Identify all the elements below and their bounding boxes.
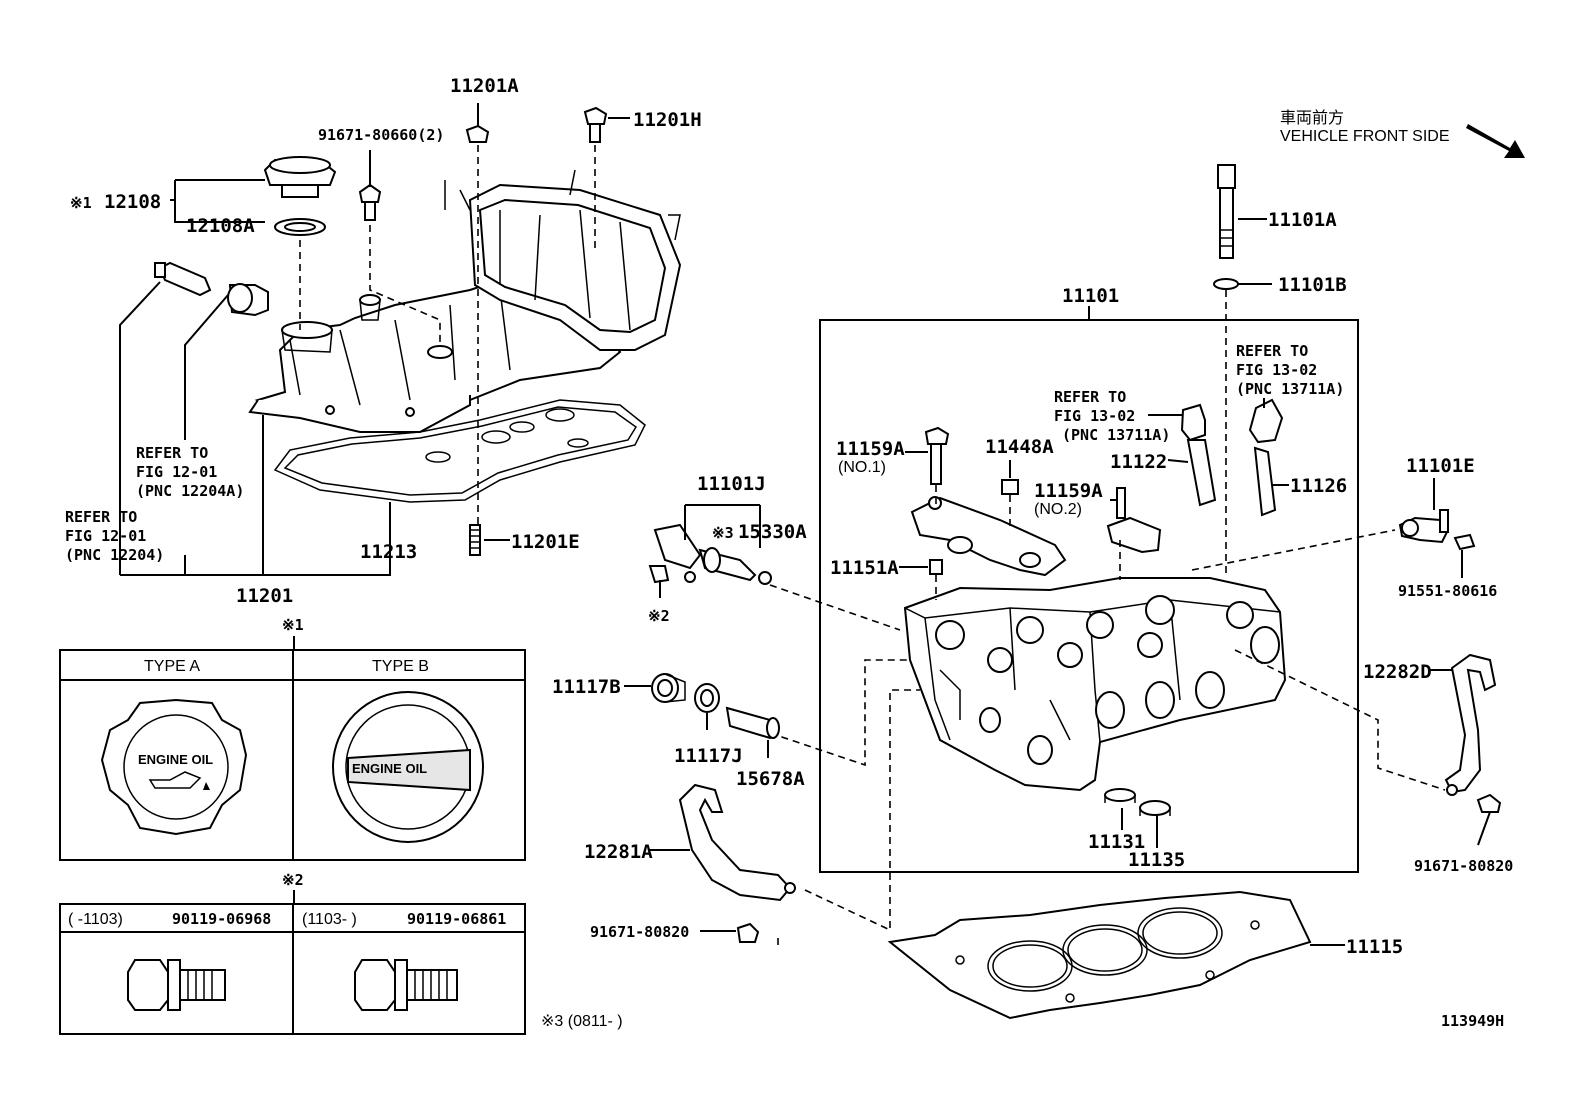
mark-1-12108: ※1 (70, 194, 92, 212)
refer-line: (PNC 12204) (65, 546, 164, 564)
refer-line: REFER TO (1236, 342, 1308, 360)
refer-fig-13-02-a: REFER TO FIG 13-02 (PNC 13711A) (1236, 342, 1344, 398)
type-a-header: TYPE A (144, 658, 200, 675)
refer-line: FIG 12-01 (65, 527, 146, 545)
note-no2: (NO.2) (1034, 501, 1082, 518)
cover-bolts (358, 106, 608, 556)
label-11201: 11201 (236, 585, 293, 607)
label-91551-80616: 91551-80616 (1398, 582, 1497, 600)
head-small-parts (924, 164, 1284, 816)
refer-fig-12-01-a: REFER TO FIG 12-01 (PNC 12204A) (136, 444, 244, 500)
bolt-part-left: 90119-06968 (172, 910, 271, 928)
refer-line: FIG 13-02 (1054, 407, 1135, 425)
oil-control-valve (648, 504, 772, 598)
front-arrow-icon (1466, 124, 1525, 158)
label-11201A: 11201A (450, 75, 519, 97)
cam-plug-parts (624, 673, 780, 758)
label-11122: 11122 (1110, 451, 1167, 473)
label-12281A: 12281A (584, 841, 653, 863)
label-12282D: 12282D (1363, 661, 1432, 683)
label-11159A-no1: 11159A (836, 438, 905, 460)
label-91671-80820-right: 91671-80820 (1414, 857, 1513, 875)
refer-fig-13-02-b: REFER TO FIG 13-02 (PNC 13711A) (1054, 388, 1170, 444)
label-11201E: 11201E (511, 531, 580, 553)
leader-lines-cover (119, 103, 630, 576)
label-11101: 11101 (1062, 285, 1119, 307)
oil-filler-cap (263, 156, 337, 236)
label-11101E: 11101E (1406, 455, 1475, 477)
flange-bolt-left-icon (127, 959, 226, 1011)
label-11117B: 11117B (552, 676, 621, 698)
head-gasket (887, 890, 1312, 1020)
cylinder-head-cover (248, 169, 682, 503)
label-11126: 11126 (1290, 475, 1347, 497)
label-15330A: 15330A (738, 521, 807, 543)
label-15678A: 15678A (736, 768, 805, 790)
refer-line: FIG 13-02 (1236, 361, 1317, 379)
flange-bolt-right-icon (354, 959, 458, 1011)
engine-hanger-right (1430, 653, 1502, 846)
leader-lines-head (769, 218, 1446, 946)
type-b-header: TYPE B (372, 658, 429, 675)
label-11101B: 11101B (1278, 274, 1347, 296)
label-12108: 12108 (104, 191, 161, 213)
note2-mark: ※2 (282, 871, 304, 889)
bolt-part-right: 90119-06861 (407, 910, 506, 928)
bolt-range-left: ( -1103) (68, 911, 123, 928)
vehicle-front-indicator: 車両前方 VEHICLE FRONT SIDE (1280, 109, 1525, 158)
engine-hanger-left (650, 783, 796, 945)
cap-b-text: ENGINE OIL (352, 761, 427, 776)
refer-line: FIG 12-01 (136, 463, 217, 481)
figure-code: 113949H (1441, 1012, 1504, 1030)
bolt-range-right: (1103- ) (302, 911, 357, 928)
label-11151A: 11151A (830, 557, 899, 579)
label-11101J: 11101J (697, 473, 766, 495)
refer-line: (PNC 13711A) (1236, 380, 1344, 398)
refer-line: REFER TO (65, 508, 137, 526)
label-11135: 11135 (1128, 849, 1185, 871)
label-11115: 11115 (1346, 936, 1403, 958)
label-11213: 11213 (360, 541, 417, 563)
refer-line: REFER TO (136, 444, 208, 462)
note3: ※3 (0811- ) (541, 1013, 623, 1030)
direction-label-jp: 車両前方 (1280, 109, 1344, 127)
mark-3-15330A: ※3 (712, 524, 734, 542)
note1-mark: ※1 (282, 616, 304, 634)
note2-table: ( -1103) 90119-06968 (1103- ) 90119-0686… (59, 903, 526, 1035)
direction-label-en: VEHICLE FRONT SIDE (1280, 128, 1450, 145)
mark-2-bolt: ※2 (648, 607, 670, 625)
label-11201H: 11201H (633, 109, 702, 131)
pcv-valve (154, 261, 269, 317)
note1-table: TYPE A TYPE B ENGINE OIL ENGINE OIL (59, 649, 526, 861)
refer-fig-12-01-b: REFER TO FIG 12-01 (PNC 12204) (65, 508, 164, 564)
note-no1: (NO.1) (838, 459, 886, 476)
label-91671-80660: 91671-80660(2) (318, 126, 444, 144)
label-91671-80820-left: 91671-80820 (590, 923, 689, 941)
label-12108A: 12108A (186, 215, 255, 237)
label-11117J: 11117J (674, 745, 743, 767)
refer-line: (PNC 12204A) (136, 482, 244, 500)
camshaft-sensor-right (1398, 478, 1476, 578)
oil-cap-type-a-icon (100, 698, 248, 836)
label-11159A-no2: 11159A (1034, 480, 1103, 502)
cap-a-text: ENGINE OIL (138, 752, 213, 767)
refer-line: REFER TO (1054, 388, 1126, 406)
label-11131: 11131 (1088, 831, 1145, 853)
refer-line: (PNC 13711A) (1062, 426, 1170, 444)
cylinder-head (903, 496, 1287, 792)
label-11448A: 11448A (985, 436, 1054, 458)
label-11101A: 11101A (1268, 209, 1337, 231)
